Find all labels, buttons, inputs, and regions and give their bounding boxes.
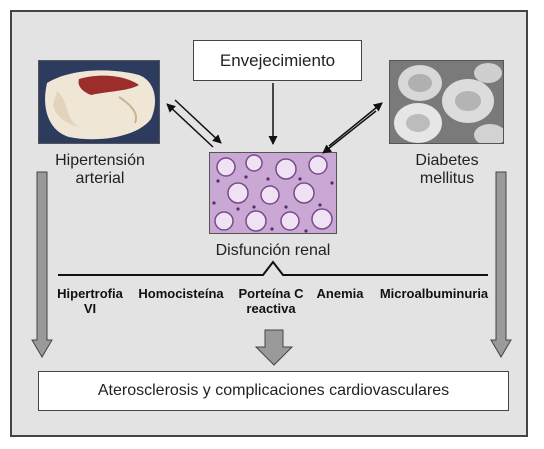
aterosclerosis-box: Aterosclerosis y complicaciones cardiova…	[38, 371, 509, 411]
kidney-histology-graphic	[210, 153, 336, 233]
red-blood-cells-micrograph	[389, 60, 504, 144]
factors-brace	[58, 260, 488, 276]
factor-hipertrofia-vi: Hipertrofia VI	[57, 286, 123, 316]
arrow-renal-to-diabetes	[328, 102, 383, 147]
heart-section-photo	[38, 60, 160, 144]
envejecimiento-box: Envejecimiento	[193, 40, 362, 81]
arrow-center-down	[254, 329, 294, 366]
factor-proteina-c-reactiva: Porteína C reactiva	[238, 286, 304, 316]
factor-anemia: Anemia	[316, 286, 364, 301]
diabetes-label: Diabetes mellitus	[415, 152, 479, 187]
aterosclerosis-label: Aterosclerosis y complicaciones cardiova…	[97, 382, 450, 399]
envejecimiento-label: Envejecimiento	[219, 50, 336, 70]
arrow-right-down	[490, 171, 512, 358]
factor-microalbuminuria: Microalbuminuria	[379, 286, 489, 301]
hipertension-label: Hipertensión arterial	[55, 152, 145, 187]
factor-homocisteina: Homocisteína	[138, 286, 224, 301]
arrow-renal-to-hipertension	[166, 103, 214, 148]
red-blood-cells-graphic	[390, 61, 503, 143]
arrow-hipertension-to-renal	[174, 99, 222, 144]
arrow-left-down	[31, 171, 53, 358]
disfuncion-renal-label: Disfunción renal	[215, 242, 331, 259]
heart-section-graphic	[39, 61, 159, 143]
kidney-histology-photo	[209, 152, 337, 234]
arrow-diabetes-to-renal	[322, 110, 377, 154]
